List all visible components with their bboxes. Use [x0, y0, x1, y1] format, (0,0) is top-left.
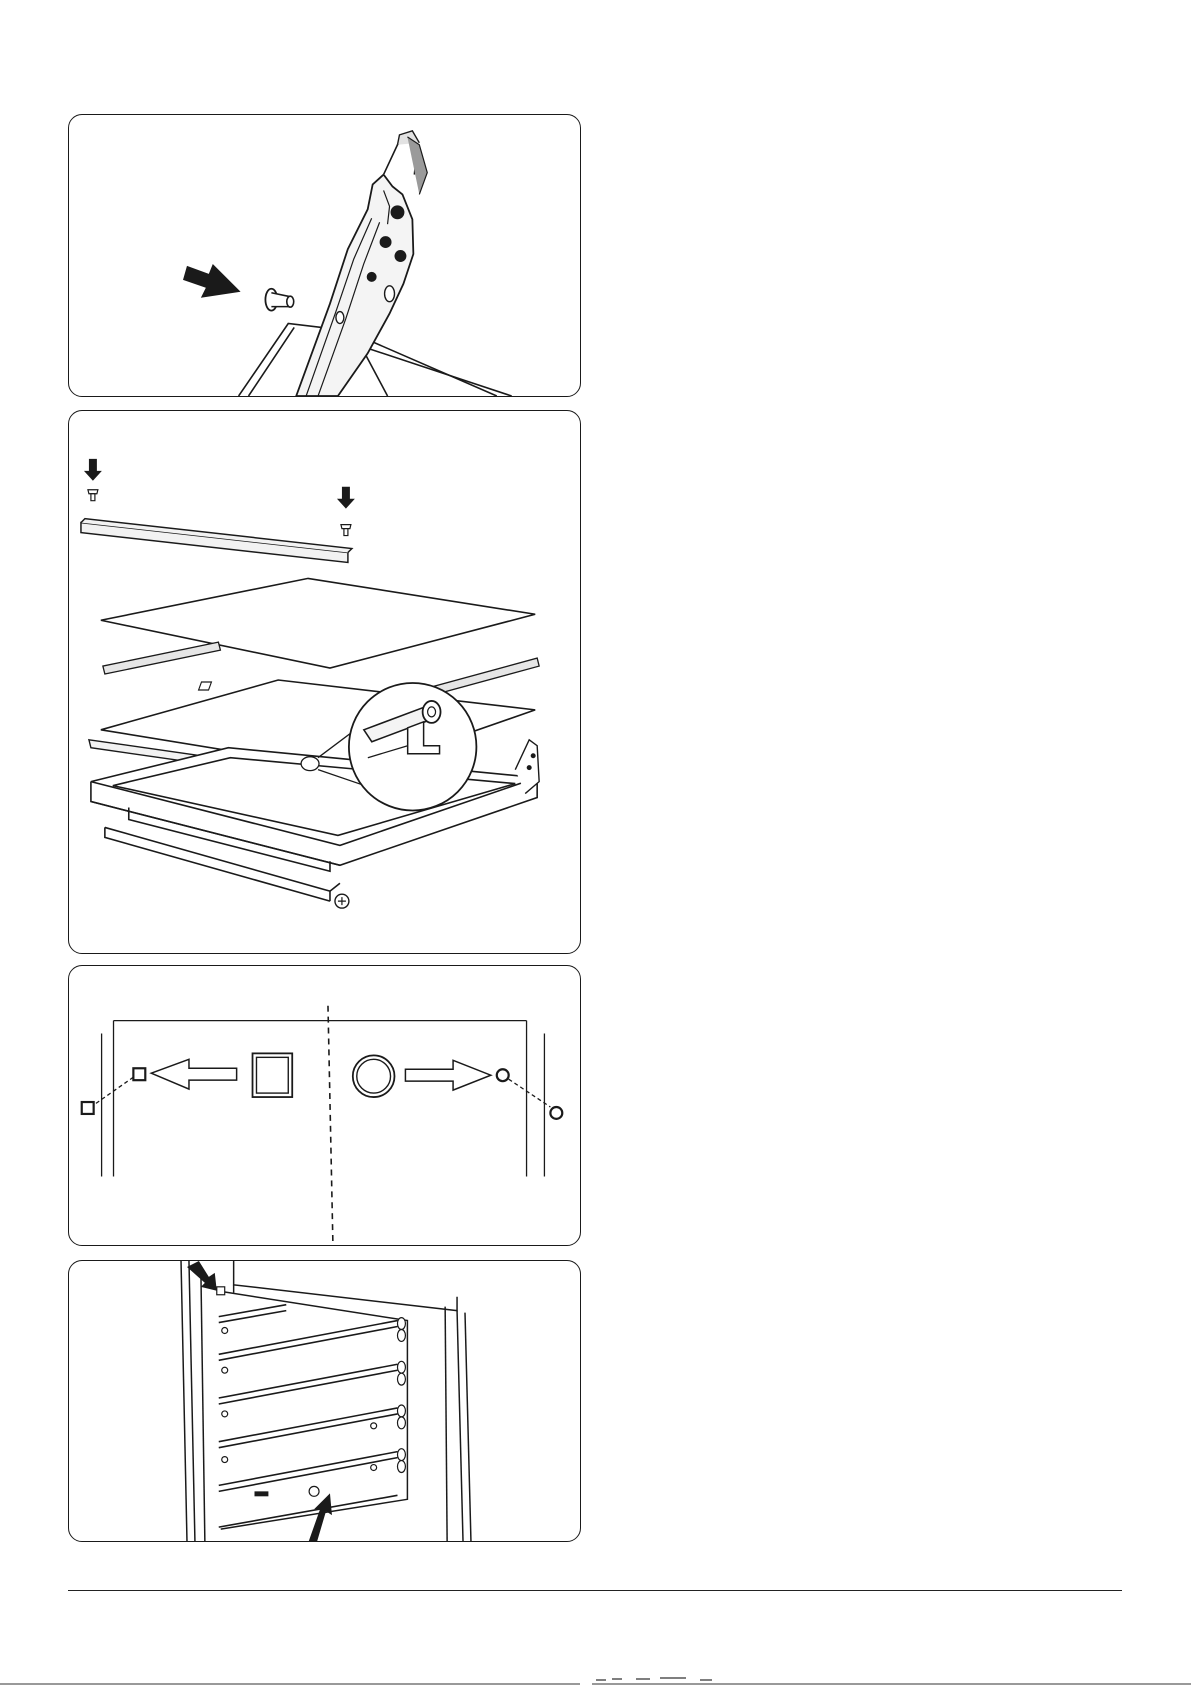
oven-door-open-illustration — [69, 1261, 580, 1541]
square-marker-icon — [133, 1068, 145, 1080]
circle-marker-icon — [353, 1055, 395, 1097]
glass-orientation-illustration — [69, 966, 580, 1245]
push-arrow-icon — [183, 264, 241, 298]
bottom-edge-marks — [0, 1670, 1191, 1685]
circle-marker-icon — [550, 1107, 562, 1119]
screw-icon — [341, 525, 351, 536]
up-arrow-icon — [308, 1493, 332, 1541]
figure-glass-orientation — [68, 965, 581, 1246]
hinge-pin-icon — [265, 289, 293, 311]
screw-icon — [88, 490, 98, 501]
figure-door-glass-exploded — [68, 410, 581, 954]
figure-hinge-pin — [68, 114, 581, 397]
down-arrow-icon — [84, 459, 102, 481]
bottom-edge-marks-graphic — [0, 1670, 1191, 1685]
footer-rule — [68, 1590, 1122, 1591]
left-arrow-icon — [151, 1059, 236, 1089]
hinge-plate-icon — [296, 131, 427, 396]
down-arrow-icon — [337, 487, 355, 509]
square-marker-icon — [253, 1053, 293, 1097]
diagonal-arrow-icon — [187, 1261, 217, 1291]
circle-marker-icon — [497, 1069, 509, 1081]
right-arrow-icon — [405, 1060, 490, 1090]
figure-oven-door-open — [68, 1260, 581, 1542]
door-glass-exploded-illustration — [69, 411, 580, 953]
seal-detail-magnifier-icon — [349, 683, 477, 811]
square-marker-icon — [82, 1102, 94, 1114]
hinge-pin-illustration — [69, 115, 580, 396]
